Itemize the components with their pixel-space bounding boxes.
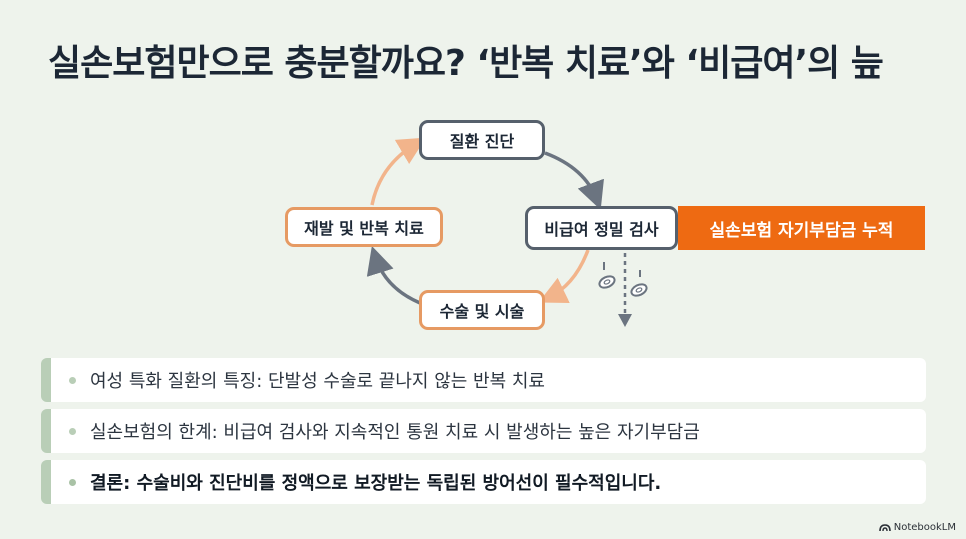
node-surgery: 수술 및 시술 [419, 290, 545, 330]
notebooklm-logo-icon [878, 523, 891, 531]
page-title: 실손보험만으로 충분할까요? ‘반복 치료’와 ‘비급여’의 늪 [48, 43, 884, 84]
coin-icon [630, 283, 648, 297]
conclusion-item: 결론: 수술비와 진단비를 정액으로 보장받는 독립된 방어선이 필수적입니다. [41, 460, 926, 504]
arrow-test-to-surgery [538, 249, 590, 304]
node-label: 비급여 정밀 검사 [544, 220, 659, 239]
footer-brand-label: NotebookLM [893, 522, 956, 533]
node-noncovered-test: 비급여 정밀 검사 [525, 206, 678, 250]
deductible-callout: 실손보험 자기부담금 누적 [678, 206, 925, 250]
point-text: 여성 특화 질환의 특징: 단발성 수술로 끝나지 않는 반복 치료 [90, 371, 545, 392]
arrow-relapse-to-diagnosis [370, 137, 427, 206]
node-label: 수술 및 시술 [439, 302, 525, 321]
point-text: 실손보험의 한계: 비급여 검사와 지속적인 통원 치료 시 발생하는 높은 자… [90, 422, 700, 443]
node-label: 재발 및 반복 치료 [304, 219, 424, 238]
cost-drop-arrowhead [618, 314, 632, 327]
node-relapse: 재발 및 반복 치료 [285, 207, 443, 247]
node-label: 질환 진단 [449, 132, 515, 151]
arrow-surgery-to-relapse [366, 245, 421, 305]
bullet-dot-icon [69, 376, 76, 384]
coin-icon [598, 275, 616, 289]
footer-brand: NotebookLM [878, 522, 956, 533]
bullet-dot-icon [69, 427, 76, 435]
node-diagnosis: 질환 진단 [419, 120, 545, 160]
bullet-dot-icon [69, 478, 76, 486]
point-item: 실손보험의 한계: 비급여 검사와 지속적인 통원 치료 시 발생하는 높은 자… [41, 409, 926, 453]
arrow-diagnosis-to-test [544, 151, 604, 210]
point-item: 여성 특화 질환의 특징: 단발성 수술로 끝나지 않는 반복 치료 [41, 358, 926, 402]
point-text: 결론: 수술비와 진단비를 정액으로 보장받는 독립된 방어선이 필수적입니다. [90, 473, 662, 494]
